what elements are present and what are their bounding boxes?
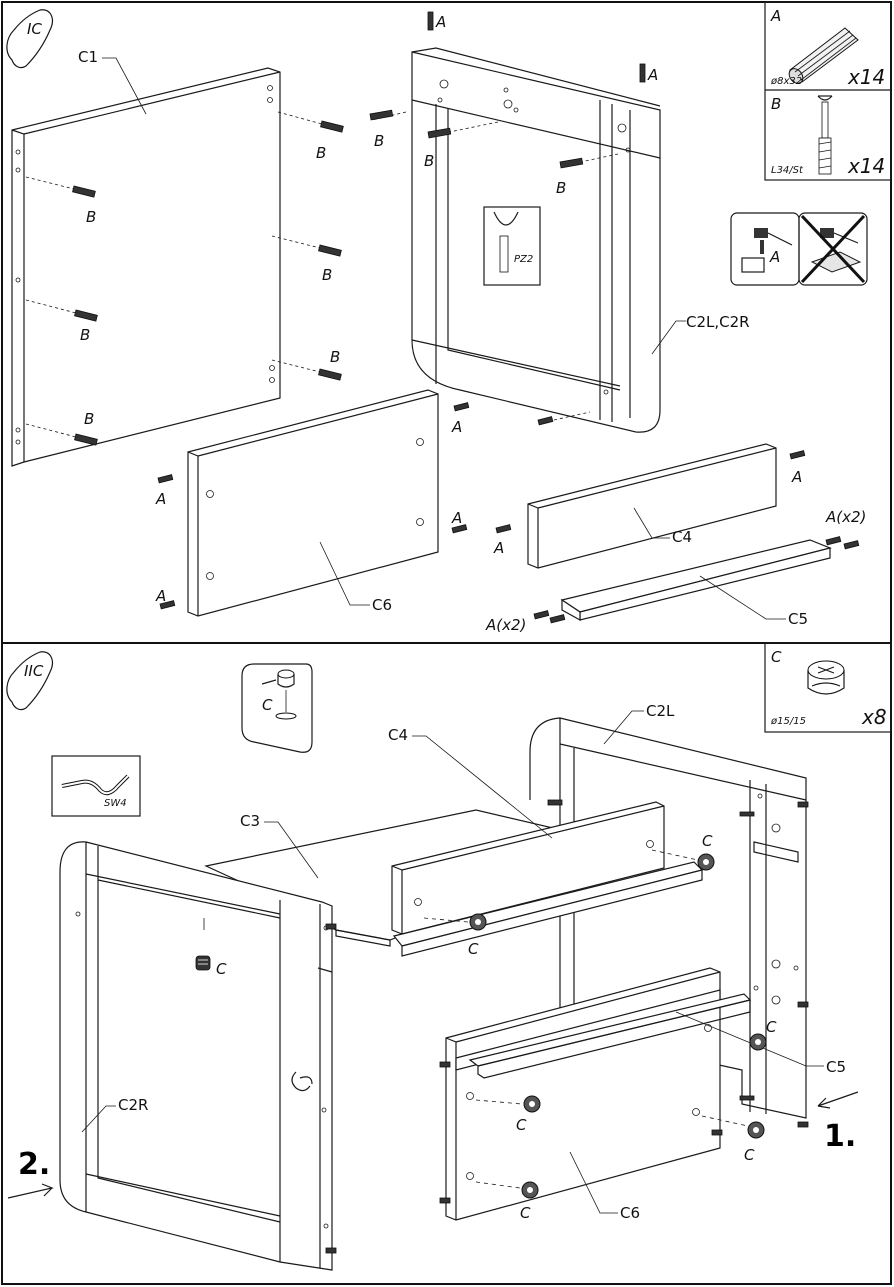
screwdriver-icon: PZ2 (483, 206, 541, 286)
allen-key-icon: SW4 (51, 755, 141, 817)
step1-badge: IC (6, 9, 53, 69)
legend-a-qty: x14 (847, 65, 885, 89)
hammer-hint: A (730, 212, 868, 286)
label-c-5: C (766, 1018, 777, 1036)
order-number-1: 1. (824, 1119, 856, 1154)
label-c-4: C (520, 1204, 531, 1222)
label-a-1: A (435, 13, 446, 31)
hammer-hint-letter: A (769, 248, 780, 266)
panel-c6-step2 (439, 967, 752, 1221)
step2-badge: IIC (6, 651, 53, 711)
label-c-2: C (702, 832, 713, 850)
label-b-4: B (556, 179, 566, 197)
order-number-2: 2. (18, 1147, 50, 1182)
cam-locks (423, 849, 767, 1199)
label-c2: C2L,C2R (686, 313, 750, 331)
legend-a-size: ø8x32 (770, 76, 802, 87)
rotate-icon (291, 1071, 313, 1092)
panel-c5-step1 (560, 539, 832, 622)
order-2: 2. (7, 1147, 55, 1199)
frame-c2r (59, 841, 337, 1271)
panel-c4-step1 (527, 443, 777, 569)
label-a-6: A (155, 587, 166, 605)
label-a-4: A (451, 509, 462, 527)
frame-c2 (411, 47, 661, 433)
tool-sw4: SW4 (104, 798, 127, 809)
label-a-x2-1: A(x2) (825, 508, 866, 526)
cam-lock-2 (651, 849, 715, 871)
label-c1: C1 (78, 48, 98, 66)
step2-badge-text: IIC (24, 662, 44, 680)
label-b-9: B (84, 410, 94, 428)
panel-c1 (11, 67, 281, 467)
label-a-3: A (451, 418, 462, 436)
label-c5-step1: C5 (788, 610, 808, 628)
label-a-7: A (493, 539, 504, 557)
cam-lock-3 (475, 1095, 541, 1113)
label-b-7: B (80, 326, 90, 344)
cam-lock-icon (807, 660, 845, 695)
legend-a-letter: A (770, 7, 781, 25)
screw-icon (817, 95, 833, 175)
screw-b-8 (271, 359, 342, 381)
crossed-out-icon (800, 214, 866, 284)
cam-detail-letter: C (262, 696, 273, 714)
legend-b-size: L34/St (771, 165, 804, 176)
label-c5-step2: C5 (826, 1058, 846, 1076)
screw-b-9 (25, 423, 98, 446)
label-b-6: B (322, 266, 332, 284)
cam-lock-1 (423, 913, 487, 931)
label-a-5: A (155, 490, 166, 508)
label-c-1: C (468, 940, 479, 958)
label-b-8: B (330, 348, 340, 366)
dowel-icon (788, 27, 859, 84)
cam-c-front: C (216, 960, 227, 978)
screw-b-2 (369, 109, 407, 121)
cam-lock-4 (475, 1181, 539, 1199)
hammer-icon: A (741, 228, 793, 273)
label-c6-step1: C6 (372, 596, 392, 614)
label-b-2: B (374, 132, 384, 150)
label-b-5: B (86, 208, 96, 226)
label-b-3: B (424, 152, 434, 170)
label-b-1: B (316, 144, 326, 162)
screw-b-5 (25, 176, 96, 198)
cam-lock-5 (749, 1033, 767, 1051)
screw-b-1 (277, 111, 344, 133)
order-1: 1. (817, 1091, 859, 1154)
label-c2l-step2: C2L (646, 702, 675, 720)
legend-b-qty: x14 (847, 154, 885, 178)
step1-section: IC A ø8x32 x14 B (6, 1, 892, 634)
screw-b-3 (427, 121, 499, 139)
tool-pz2: PZ2 (514, 254, 533, 265)
step2-legend: C ø15/15 x8 (764, 642, 892, 733)
step2-section: IIC C ø15/15 x8 SW4 (6, 642, 892, 1271)
step1-legend: A ø8x32 x14 B L34/St x14 (764, 1, 892, 181)
legend-c-letter: C (771, 648, 782, 666)
label-c2r-step2: C2R (118, 1096, 148, 1114)
label-c4-step2: C4 (388, 726, 408, 744)
legend-c-qty: x8 (861, 705, 887, 729)
screw-b-7 (25, 299, 98, 322)
label-a-x2-2: A(x2) (485, 616, 526, 634)
fasteners-b (25, 109, 619, 446)
cam-lock-6 (701, 1115, 765, 1139)
legend-b-letter: B (771, 95, 781, 113)
cam-housing (195, 955, 211, 971)
label-c4-step1: C4 (672, 528, 692, 546)
screw-b-6 (271, 235, 342, 257)
step1-badge-text: IC (27, 20, 42, 38)
label-c3: C3 (240, 812, 260, 830)
legend-c-size: ø15/15 (770, 716, 806, 727)
label-a-8: A (791, 468, 802, 486)
fasteners-a (157, 11, 860, 624)
panel-c6-step1 (187, 389, 439, 617)
label-c-6: C (744, 1146, 755, 1164)
label-a-2: A (647, 66, 658, 84)
label-c-3: C (516, 1116, 527, 1134)
cam-detail: C (241, 663, 313, 753)
label-c6-step2: C6 (620, 1204, 640, 1222)
screw-b-4 (559, 153, 619, 169)
